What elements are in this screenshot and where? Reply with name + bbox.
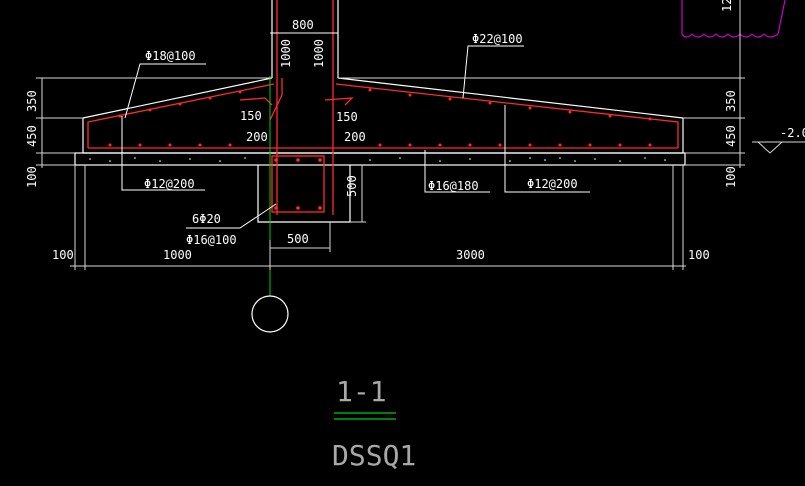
dim-bot-3000: 3000 (456, 248, 485, 262)
wall-dim-top: 800 (292, 18, 314, 32)
rebar-bottom-mid: Φ16@180 (428, 179, 479, 193)
dim-left-350: 350 (25, 90, 39, 112)
wall-rebar-left: 1000 (279, 39, 293, 68)
dim-left-450: 450 (25, 125, 39, 147)
section-title: 1-1 (336, 375, 387, 408)
haunch-l-150: 150 (240, 109, 262, 123)
beam-stirrup: Φ16@100 (186, 233, 237, 247)
wall-rebar-right: 1000 (312, 39, 326, 68)
dim-right-100: 100 (724, 166, 738, 188)
haunch-r-150: 150 (336, 110, 358, 124)
rebar-bottom-left: Φ12@200 (144, 177, 195, 191)
blinding-texture (89, 157, 666, 162)
dim-right-450: 450 (724, 125, 738, 147)
axis-bubble (251, 295, 289, 333)
level-text: -2.0 (780, 126, 805, 140)
dim-left-100: 100 (25, 166, 39, 188)
dim-bot-100-right: 100 (688, 248, 710, 262)
beam-width: 500 (287, 232, 309, 246)
beam-main: 6Φ20 (192, 212, 221, 226)
footing-outline (74, 0, 686, 223)
rebar-top-left: Φ18@100 (145, 49, 196, 63)
magenta-dim-text: 120 (720, 0, 734, 12)
rebar-dots (108, 88, 652, 210)
haunch-l-200: 200 (246, 130, 268, 144)
haunch-r-200: 200 (344, 130, 366, 144)
magenta-revision-cloud (681, 0, 786, 38)
drawing-name: DSSQ1 (332, 439, 416, 472)
leaders (121, 32, 590, 229)
dim-bot-100-left: 100 (52, 248, 74, 262)
dim-beam-depth: 500 (345, 175, 359, 197)
rebar-bottom-right: Φ12@200 (527, 177, 578, 191)
dim-right-350: 350 (724, 90, 738, 112)
rebar-top-right: Φ22@100 (472, 32, 523, 46)
rebar (87, 0, 679, 215)
dim-bot-1000: 1000 (163, 248, 192, 262)
dimension-lines (36, 77, 805, 270)
